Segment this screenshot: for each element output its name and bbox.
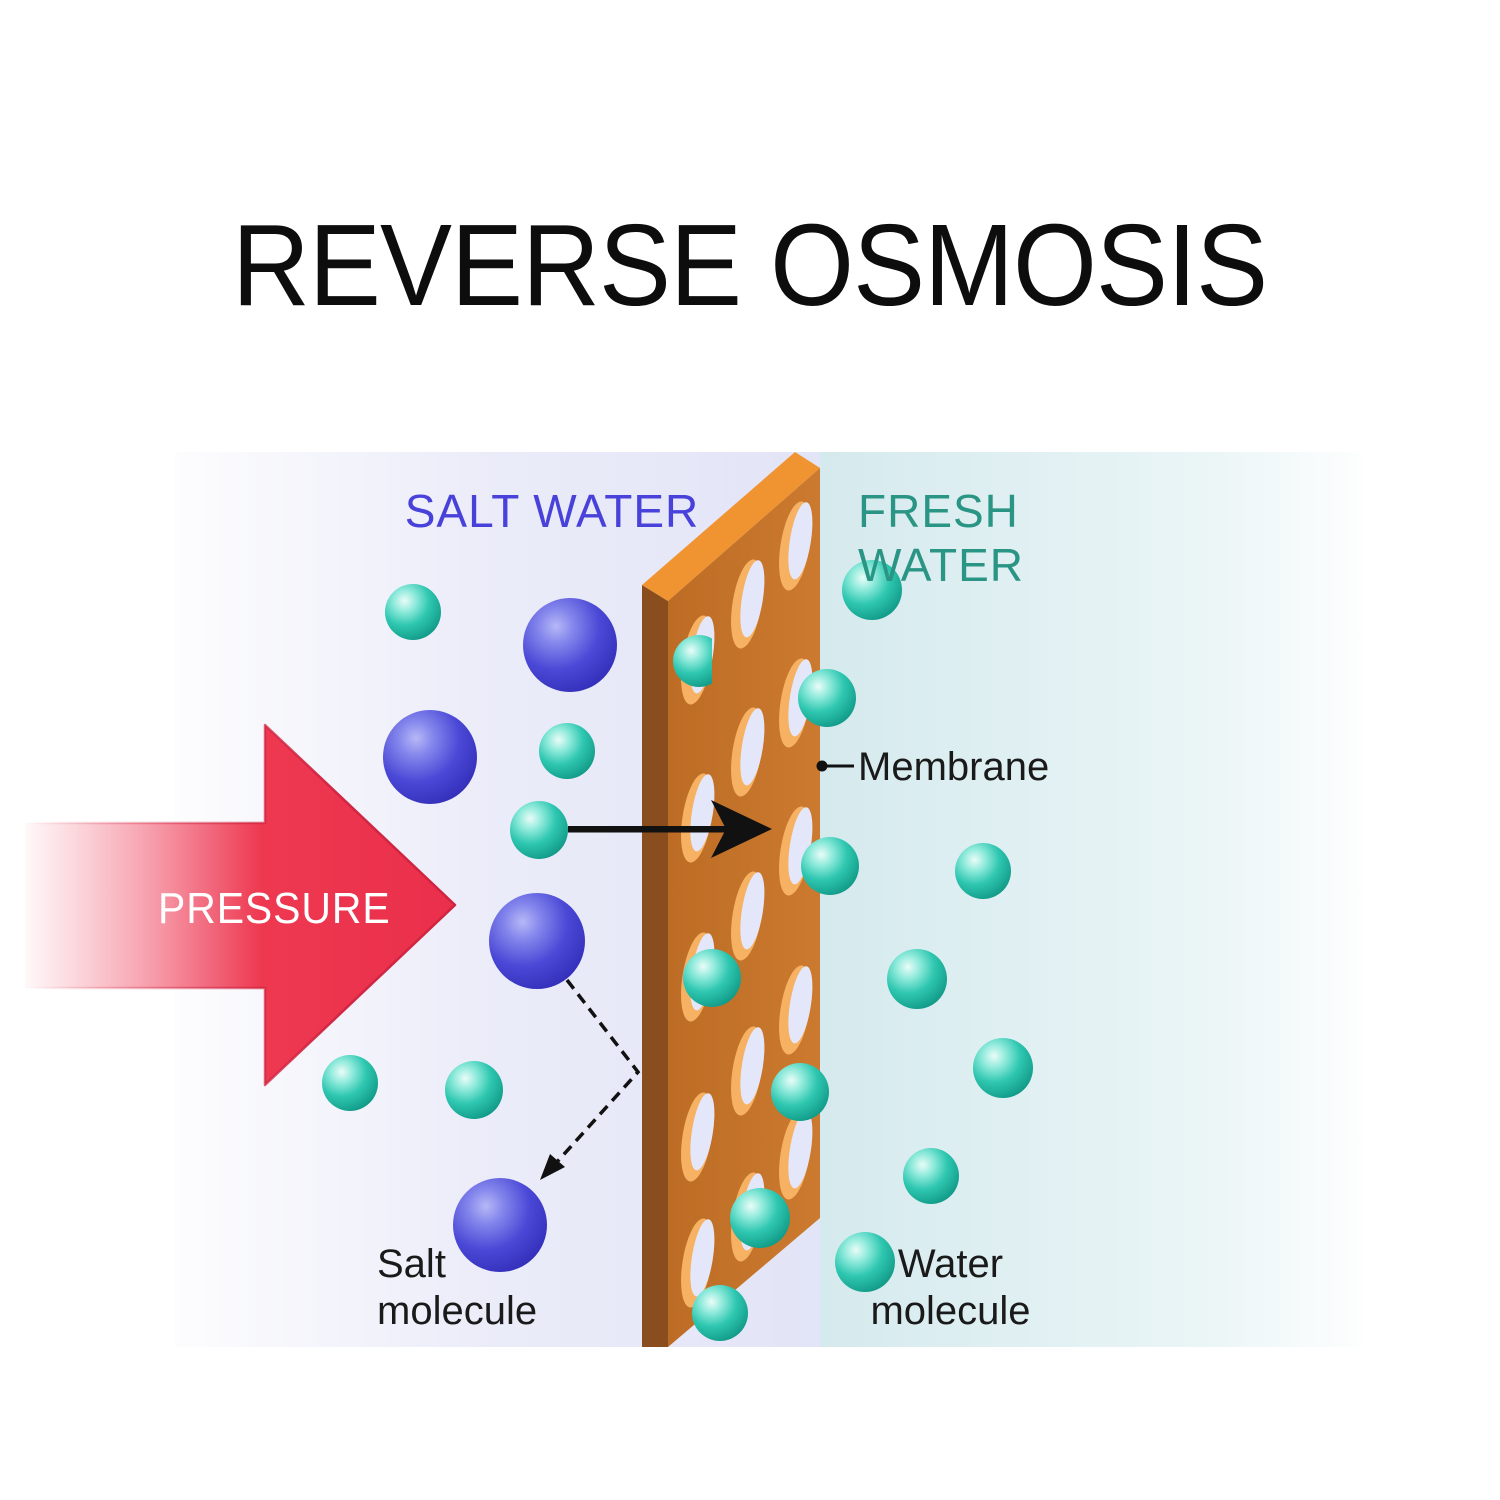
flow-arrow-icon bbox=[568, 800, 772, 858]
water-molecules-salt-side bbox=[322, 584, 595, 1119]
membrane-label: Membrane bbox=[858, 745, 1050, 789]
membrane bbox=[642, 452, 820, 1347]
water-molecules-in-membrane bbox=[673, 635, 829, 1341]
page-title-text: REVERSE OSMOSIS bbox=[232, 200, 1268, 330]
water-molecule-label: Water molecule bbox=[870, 1242, 1031, 1333]
pressure-label: PRESSURE bbox=[158, 884, 391, 933]
pressure-arrow bbox=[23, 723, 457, 1087]
salt-molecule-label: Salt molecule bbox=[377, 1242, 538, 1333]
salt-molecules bbox=[383, 598, 617, 1272]
membrane-callout-icon bbox=[816, 760, 854, 772]
page-title: REVERSE OSMOSIS bbox=[0, 198, 1500, 332]
fresh-water-label: FRESH WATER bbox=[858, 485, 1024, 591]
fresh-water-region bbox=[820, 452, 1362, 1347]
membrane-side-face bbox=[642, 585, 668, 1347]
salt-molecule-pointer-icon bbox=[540, 978, 641, 1180]
water-molecules-fresh-side bbox=[798, 560, 1033, 1292]
membrane-top-face bbox=[642, 452, 820, 601]
salt-water-label: SALT WATER bbox=[404, 485, 700, 537]
